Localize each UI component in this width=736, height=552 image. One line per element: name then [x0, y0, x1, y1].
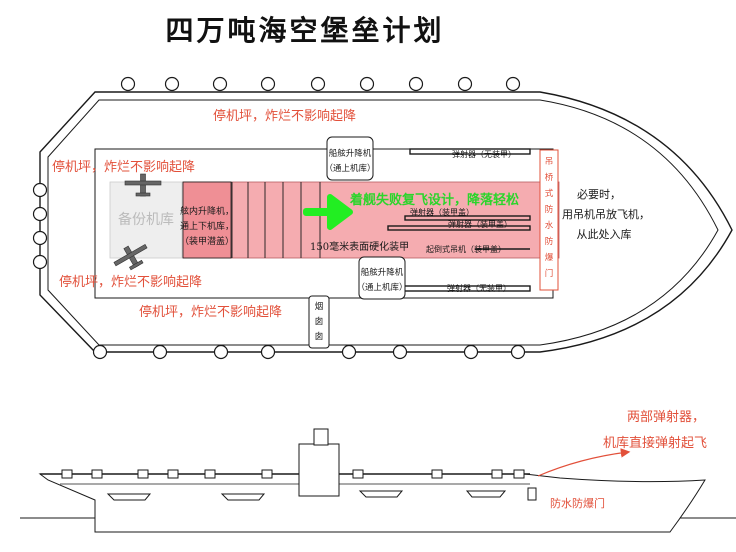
bow-door-char: 式: [545, 188, 554, 199]
launch-arrow: [537, 448, 631, 477]
deck-elevator-bottom-line-2: （通上机库）: [356, 282, 407, 293]
parking-labels: 停机坪，炸烂不影响起降 停机坪，炸烂不影响起降 停机坪，炸烂不影响起降 停机坪，…: [52, 108, 356, 320]
island-base: [298, 443, 340, 497]
catapult-tracks: [369, 148, 531, 292]
inboard-elevator-label: 舷内升降机， 通上下机库， （装甲潜盖）: [180, 205, 234, 247]
bow-door-char: 水: [545, 220, 554, 231]
landing-direction-arrow: [303, 194, 353, 230]
bow-door-char: 爆: [545, 252, 554, 263]
bow-door-char: 门: [545, 268, 554, 279]
bow-door-box: [539, 149, 559, 291]
funnel-char-3: 囱: [315, 331, 324, 342]
funnel-char-2: 囱: [315, 316, 324, 327]
catapult-labels: 弹射器（无装甲） 弹射器（装甲盖） 弹射器（装甲盖） 弹射器（无装甲） 起倒式吊…: [410, 149, 516, 293]
aircraft-icon: [124, 173, 162, 197]
deck-elevator-top: [326, 136, 374, 181]
catapult-label-3: 弹射器（装甲盖）: [448, 219, 512, 229]
door-label: 防水防爆门: [550, 496, 605, 510]
side-view: 两部弹射器， 机库直接弹射起飞 防水防爆门: [20, 409, 736, 533]
side-note: 两部弹射器， 机库直接弹射起飞: [603, 409, 707, 451]
side-hull: [38, 473, 706, 533]
bow-note-line-1: 必要时，: [577, 188, 621, 201]
landing-note: 着舰失败复飞设计，降落轻松: [349, 192, 519, 208]
bow-note-line-3: 从此处入库: [577, 228, 632, 241]
parking-label-top: 停机坪，炸烂不影响起降: [213, 108, 356, 124]
bow-door-char: 吊: [545, 157, 554, 167]
aircraft-icon: [113, 243, 148, 271]
catapult-label-2: 弹射器（装甲盖）: [410, 207, 474, 217]
armor-deck-label: 150毫米表面硬化装甲: [310, 240, 409, 253]
porthole-row-top: [120, 76, 521, 92]
diagram-title: 四万吨海空堡垒计划: [165, 14, 444, 47]
porthole-row-bottom: [92, 344, 526, 360]
bow-door-char: 桥: [545, 172, 554, 183]
island-top: [313, 428, 329, 446]
catapult-label-1: 弹射器（无装甲）: [452, 149, 516, 159]
parking-label-mid-left: 停机坪，炸烂不影响起降: [59, 274, 202, 290]
inboard-elevator-line-3: （装甲潜盖）: [180, 235, 234, 247]
bow-door-vertical-text: 吊 桥 式 防 水 防 爆 门: [545, 157, 554, 279]
side-note-line-1: 两部弹射器，: [627, 409, 705, 425]
bow-door-char: 防: [545, 236, 554, 247]
arresting-wires: [231, 182, 321, 258]
deck-edge-line: [47, 99, 719, 346]
backup-hangar-label: 备份机库: [118, 211, 174, 228]
funnel-char-1: 烟: [315, 302, 324, 312]
inboard-elevator-zone: [182, 181, 232, 259]
catapult-label-4: 弹射器（无装甲）: [447, 283, 511, 293]
bow-door-char: 防: [545, 204, 554, 215]
watertight-door: [527, 487, 537, 501]
funnel-box: [308, 295, 330, 349]
inboard-elevator-line-2: 通上下机库，: [180, 220, 234, 232]
deck-elevator-top-line-2: （通上机库）: [324, 163, 375, 174]
deck-elevator-top-line-1: 船舷升降机: [329, 148, 372, 159]
inboard-elevator-line-1: 舷内升降机，: [180, 205, 234, 217]
deck-elevator-bottom: [358, 256, 406, 300]
porthole-row-left: [32, 182, 48, 270]
deck-supports: [61, 469, 525, 479]
deck-elevator-bottom-line-1: 船舷升降机: [361, 267, 404, 278]
bow-note-line-2: 用吊机吊放飞机，: [562, 207, 650, 221]
parking-label-left: 停机坪，炸烂不影响起降: [52, 159, 195, 175]
top-view: 备份机库: [32, 76, 733, 360]
parking-label-bottom: 停机坪，炸烂不影响起降: [139, 304, 282, 320]
hangar-boats: [106, 490, 507, 501]
side-note-line-2: 机库直接弹射起飞: [603, 435, 707, 451]
bow-note: 必要时， 用吊机吊放飞机， 从此处入库: [562, 188, 650, 241]
crane-label: 起倒式吊机（装甲盖）: [426, 244, 506, 254]
